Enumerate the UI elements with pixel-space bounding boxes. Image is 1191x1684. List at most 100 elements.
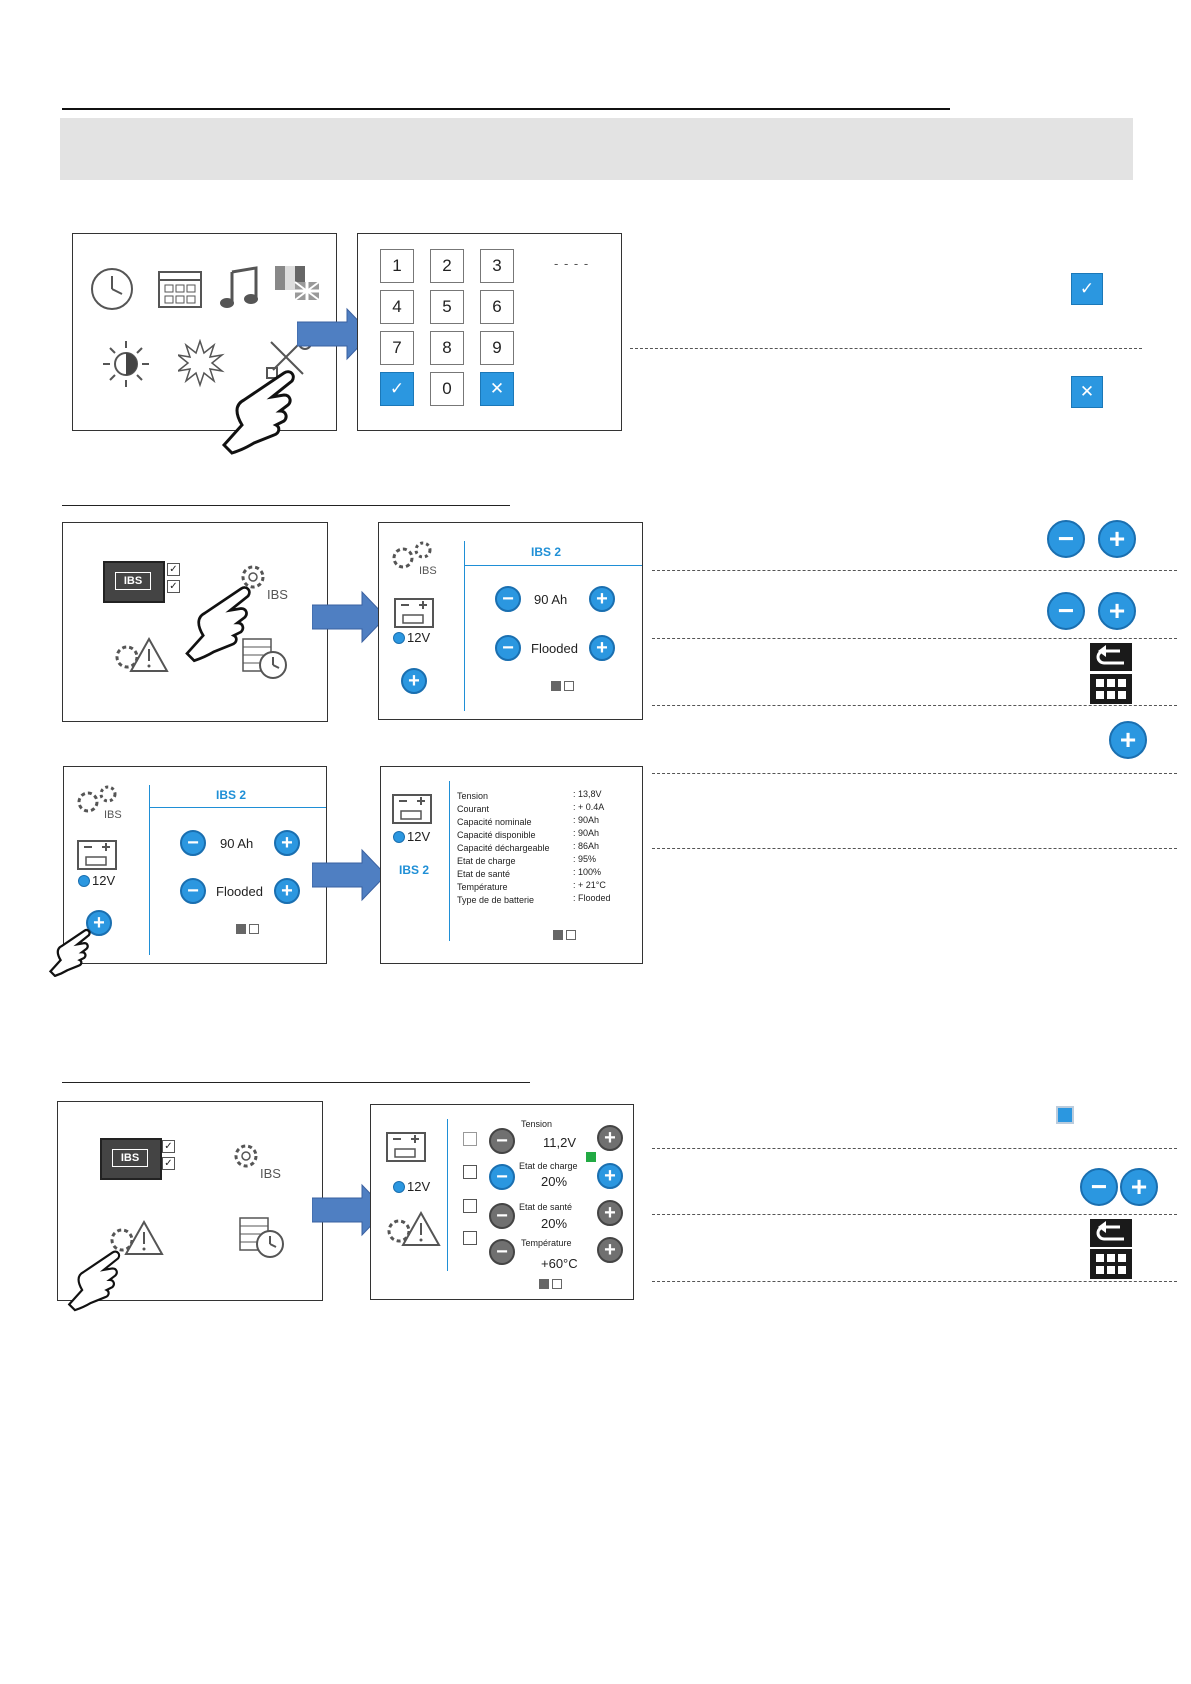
alarm-checkbox[interactable] [463,1199,477,1213]
key-5[interactable]: 5 [430,290,464,324]
alarm-plus-button[interactable]: + [597,1163,623,1189]
key-3[interactable]: 3 [480,249,514,283]
type-minus-button[interactable]: − [495,635,521,661]
hand-pointer-icon [221,370,295,455]
hand-pointer-icon [185,586,251,663]
key-1[interactable]: 1 [380,249,414,283]
add-ibs-button[interactable]: + [401,668,427,694]
detail-label: Etat de santé [457,869,511,879]
ibs-settings-gear-icon[interactable]: IBS [226,1134,290,1182]
alarm-plus-button[interactable]: + [597,1200,623,1226]
page-indicator-inactive [552,1279,562,1289]
alarm-minus-button[interactable]: − [489,1128,515,1154]
key-7[interactable]: 7 [380,331,414,365]
check-icon: ✓ [167,563,180,576]
ibs-settings-screen-add: IBS 12V + IBS 2 − 90 Ah + − Flooded + [63,766,327,964]
plus-legend-icon: + [1120,1168,1158,1206]
key-2[interactable]: 2 [430,249,464,283]
voltage-radio[interactable] [393,632,405,644]
alarm-plus-button[interactable]: + [597,1125,623,1151]
capacity-value: 90 Ah [534,592,568,607]
page-indicator-inactive [566,930,576,940]
detail-value: : 90Ah [573,815,600,825]
key-9[interactable]: 9 [480,331,514,365]
battery-type-value: Flooded [531,641,578,656]
legend-divider [652,1214,1177,1215]
type-plus-button[interactable]: + [274,878,300,904]
history-icon[interactable] [238,1214,286,1260]
alarm-value: 11,2V [543,1135,577,1150]
page-indicator-active [553,930,563,940]
language-icon[interactable] [273,264,321,308]
brightness-icon[interactable] [101,339,151,389]
alarm-settings-icon[interactable] [111,631,171,679]
svg-text:IBS: IBS [267,587,288,602]
alarm-minus-button[interactable]: − [489,1164,515,1190]
ibs-settings-screen: IBS 12V + IBS 2 − 90 Ah + − Flooded + [378,522,643,720]
type-plus-button[interactable]: + [589,635,615,661]
check-icon: ✓ [162,1140,175,1153]
music-icon[interactable] [218,264,262,312]
key-6[interactable]: 6 [480,290,514,324]
alarm-settings-icon[interactable] [106,1214,166,1262]
capacity-value: 90 Ah [220,836,254,851]
settings-menu-screen: IBS ✓ ✓ IBS [62,522,328,722]
key-0[interactable]: 0 [430,372,464,406]
capacity-minus-button[interactable]: − [495,586,521,612]
title-underline [464,565,642,566]
hand-pointer-icon [48,928,91,977]
confirm-legend-icon: ✓ [1071,273,1103,305]
alarm-checkbox[interactable] [463,1132,477,1146]
alarm-checkbox[interactable] [463,1165,477,1179]
ibs-title: IBS 2 [216,788,247,802]
alarm-checkbox[interactable] [463,1231,477,1245]
type-minus-button[interactable]: − [180,878,206,904]
detail-value: : + 0.4A [573,802,605,812]
ibs-label: IBS [115,572,151,590]
detail-value: : 95% [573,854,597,864]
capacity-plus-button[interactable]: + [274,830,300,856]
minus-legend-icon: − [1047,520,1085,558]
section-underline [62,505,510,506]
legend-divider [652,638,1177,639]
detail-value: : 100% [573,867,602,877]
divider [149,785,150,955]
detail-value: : 90Ah [573,828,600,838]
alarm-value: 20% [541,1216,568,1231]
ibs-settings-gear-icon[interactable]: IBS [233,555,297,603]
capacity-minus-button[interactable]: − [180,830,206,856]
detail-label: Température [457,882,508,892]
voltage-radio[interactable] [393,1181,405,1193]
grid-menu-icon [1090,674,1132,704]
cancel-legend-icon: ✕ [1071,376,1103,408]
key-8[interactable]: 8 [430,331,464,365]
voltage-label: 12V [407,1179,431,1194]
legend-divider [652,773,1177,774]
capacity-plus-button[interactable]: + [589,586,615,612]
confirm-key[interactable]: ✓ [380,372,414,406]
code-display: - - - - [554,256,590,271]
calendar-icon[interactable] [156,266,204,310]
alarm-minus-button[interactable]: − [489,1203,515,1229]
alarm-minus-button[interactable]: − [489,1239,515,1265]
arrow-right-icon [312,848,387,902]
ibs-title: IBS 2 [531,545,562,559]
voltage-radio[interactable] [393,831,405,843]
battery-icon [386,1132,426,1162]
day-night-icon[interactable] [178,339,238,391]
alarm-value: +60°C [541,1256,578,1271]
voltage-radio[interactable] [78,875,90,887]
ibs-device-icon[interactable]: IBS [103,561,165,603]
legend-divider [652,1148,1177,1149]
check-icon: ✓ [167,580,180,593]
detail-value: : 86Ah [573,841,600,851]
key-4[interactable]: 4 [380,290,414,324]
main-menu-screen [72,233,337,431]
cancel-key[interactable]: ✕ [480,372,514,406]
ibs-device-icon[interactable]: IBS [100,1138,162,1180]
page-indicator-active [539,1279,549,1289]
alarm-plus-button[interactable]: + [597,1237,623,1263]
history-icon[interactable] [241,635,289,681]
plus-legend-icon: + [1098,520,1136,558]
clock-icon[interactable] [89,266,135,312]
